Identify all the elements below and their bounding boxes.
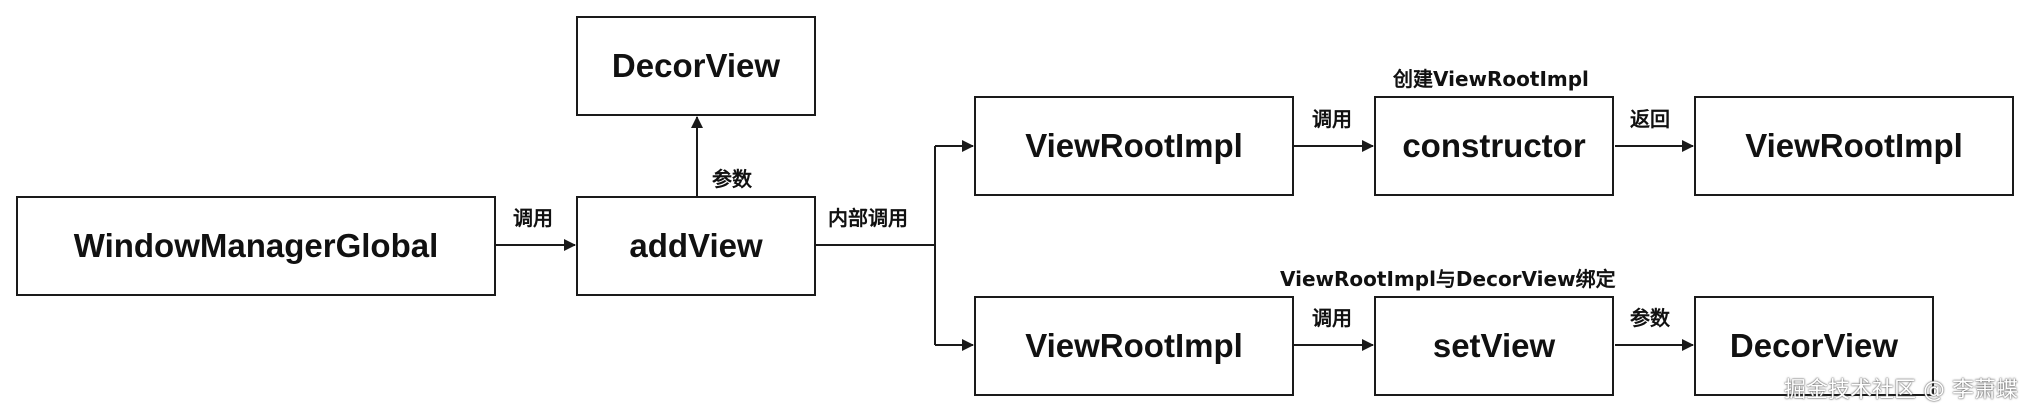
edge-label-addview-param: 参数 xyxy=(712,167,752,191)
view-root-impl-bottom-box: ViewRootImpl xyxy=(974,296,1294,396)
view-root-impl-result-box: ViewRootImpl xyxy=(1694,96,2014,196)
edge-label-setview-param: 参数 xyxy=(1630,306,1670,330)
edge-label-vri-call-top: 调用 xyxy=(1312,107,1352,131)
constructor-box: constructor xyxy=(1374,96,1614,196)
edge-label-internal-call: 内部调用 xyxy=(828,206,908,230)
edge-label-create-vri: 创建ViewRootImpl xyxy=(1393,67,1589,91)
add-view-box: addView xyxy=(576,196,816,296)
edge-label-wmg-call: 调用 xyxy=(513,206,553,230)
set-view-box: setView xyxy=(1374,296,1614,396)
edge-label-return: 返回 xyxy=(1630,107,1670,131)
watermark-text: 掘金技术社区 @ 李萧蝶 xyxy=(1784,378,2018,403)
edge-label-bind-note: ViewRootImpl与DecorView绑定 xyxy=(1280,267,1616,291)
view-root-impl-top-box: ViewRootImpl xyxy=(974,96,1294,196)
decor-view-top-box: DecorView xyxy=(576,16,816,116)
edge-label-vri-call-bottom: 调用 xyxy=(1312,306,1352,330)
decor-view-bottom-box: DecorView xyxy=(1694,296,1934,396)
window-manager-global-box: WindowManagerGlobal xyxy=(16,196,496,296)
